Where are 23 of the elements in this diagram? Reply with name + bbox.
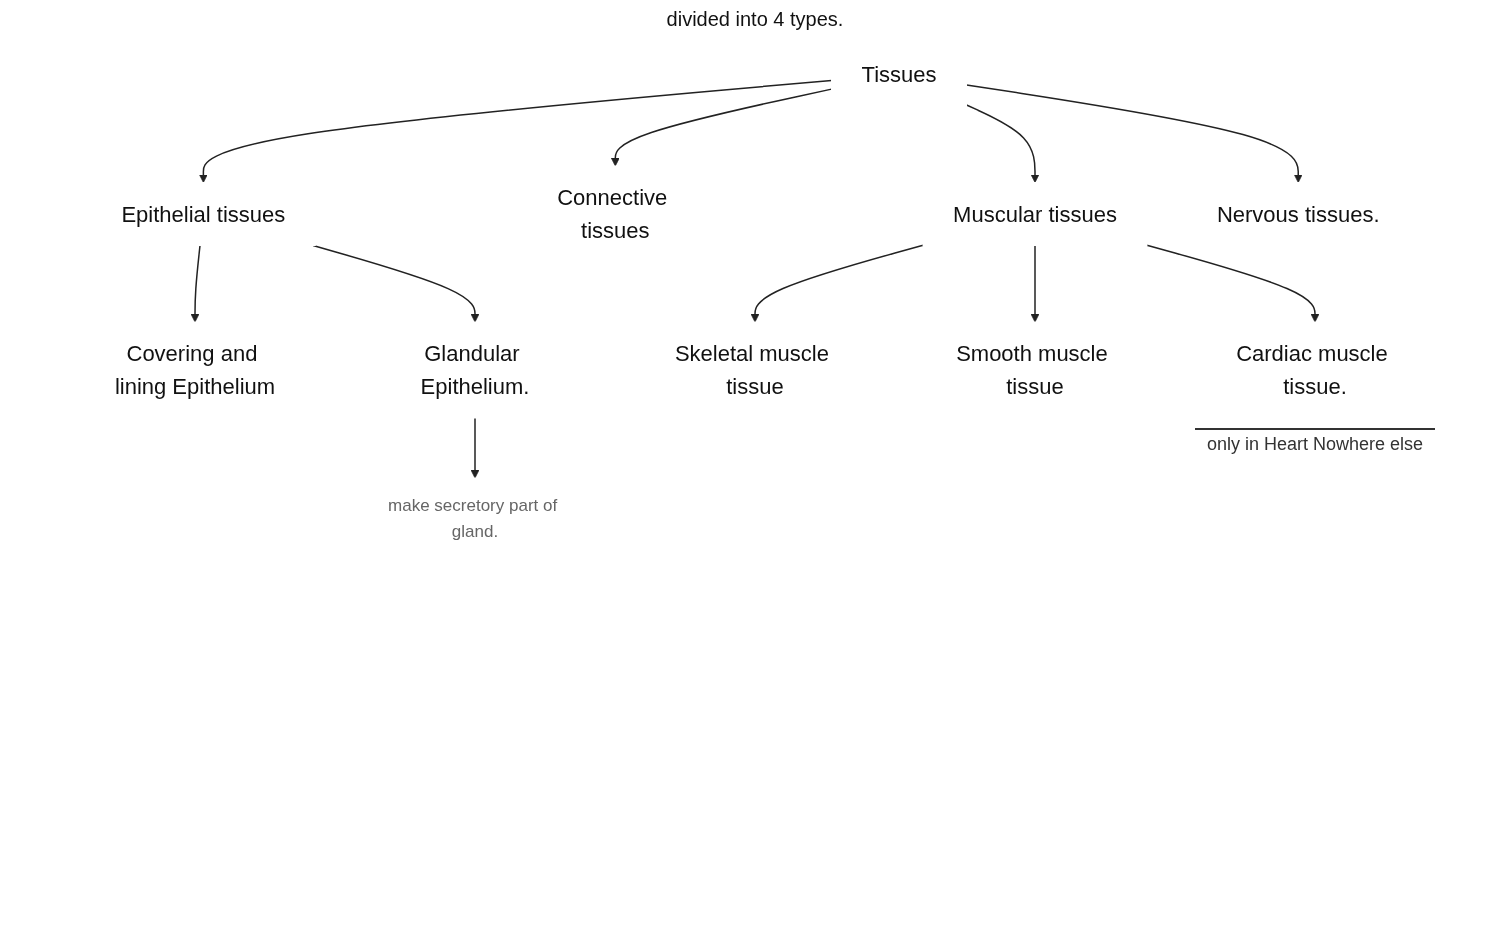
- arrow: [199, 79, 833, 183]
- node-text: Smooth muscle tissue: [956, 341, 1108, 399]
- arrow: [190, 244, 201, 323]
- node-text: Connective tissues: [557, 185, 668, 243]
- node-text: Glandular Epithelium.: [420, 341, 530, 399]
- arrow: [965, 84, 1303, 183]
- arrow: [470, 417, 480, 479]
- arrow: [312, 244, 480, 323]
- node-text: Nervous tissues.: [1216, 201, 1380, 227]
- node-text: Epithelial tissues: [121, 201, 286, 227]
- node-text: Muscular tissues: [953, 201, 1117, 227]
- arrow: [965, 104, 1040, 183]
- note-text: divided into 4 types.: [666, 8, 844, 30]
- node-text: make secretory part of gland.: [388, 496, 558, 541]
- node-text: Tissues: [861, 62, 937, 87]
- node-text: Skeletal muscle tissue: [674, 341, 829, 399]
- arrow: [610, 88, 833, 167]
- node-text: Cardiac muscle tissue.: [1236, 341, 1388, 399]
- node-text: Covering and lining Epithelium: [114, 341, 276, 399]
- arrow: [1146, 244, 1320, 323]
- arrow: [750, 244, 924, 323]
- arrow: [1030, 244, 1040, 323]
- side-note: only in Heart Nowhere else: [1195, 428, 1435, 455]
